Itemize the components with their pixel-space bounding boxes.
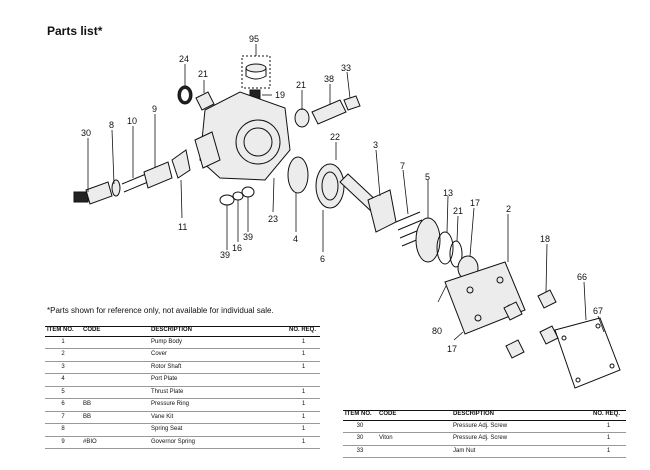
callout-30: 30: [81, 128, 91, 138]
callout-4: 4: [293, 234, 298, 244]
part-7-vanes: [395, 211, 427, 247]
part-95-cap: [241, 55, 271, 89]
part-5-thrust-plate: [415, 217, 441, 263]
table-header-row: ITEM NO. CODE DESCRIPTION NO. REQ.: [343, 411, 626, 421]
header-item: ITEM NO.: [47, 327, 74, 333]
header-item: ITEM NO.: [345, 411, 372, 417]
part-24-ring: [177, 85, 193, 105]
part-66-67-plate: [554, 317, 621, 389]
part-30-relief-screw: [73, 149, 191, 205]
part-4-port-plate: [287, 156, 309, 194]
callout-3: 3: [373, 140, 378, 150]
callout-16: 16: [232, 243, 242, 253]
callout-22: 22: [330, 132, 340, 142]
part-21-38-33-group: [294, 95, 361, 128]
table-row: 9 #BIO Governor Spring 1: [45, 436, 320, 449]
part-6-pressure-ring: [315, 163, 345, 209]
callout-5: 5: [425, 172, 430, 182]
header-code: CODE: [379, 411, 397, 417]
part-3-rotor-shaft: [339, 173, 397, 233]
callout-23: 23: [268, 214, 278, 224]
part-13-21-rings: [436, 231, 463, 268]
part-1-pump-body: [194, 91, 291, 181]
callout-7: 7: [400, 161, 405, 171]
part-39-16-orings: [219, 186, 255, 206]
callout-21: 21: [198, 69, 208, 79]
header-description: DESCRIPTION: [151, 327, 193, 333]
callout-21b: 21: [296, 80, 306, 90]
callout-9: 9: [152, 104, 157, 114]
part-2-cover: [444, 261, 526, 335]
table-row: 7 BB Vane Kit 1: [45, 411, 320, 424]
callout-6: 6: [320, 254, 325, 264]
part-21-bushing: [195, 91, 215, 111]
callout-80: 80: [432, 326, 442, 336]
callout-39b: 39: [243, 232, 253, 242]
header-code: CODE: [83, 327, 101, 333]
header-description: DESCRIPTION: [453, 411, 495, 417]
callout-17: 17: [470, 198, 480, 208]
callout-11: 11: [178, 222, 187, 232]
table-row: 6 BB Pressure Ring 1: [45, 399, 320, 412]
leader-lines: [87, 44, 605, 341]
callout-24: 24: [179, 54, 189, 64]
part-18-bolts: [503, 289, 559, 359]
table-row: 30 Pressure Adj. Screw 1: [343, 420, 626, 433]
table-row: 4 Port Plate: [45, 374, 320, 387]
callout-19: 19: [275, 90, 285, 100]
page-title: Parts list*: [47, 24, 103, 38]
callout-8: 8: [109, 120, 114, 130]
callout-18: 18: [540, 234, 550, 244]
table-row: 33 Jam Nut 1: [343, 445, 626, 458]
parts-table-left: ITEM NO. CODE DESCRIPTION NO. REQ. 1 Pum…: [45, 326, 320, 449]
callout-66: 66: [577, 272, 587, 282]
callout-21c: 21: [453, 206, 463, 216]
table-row: 1 Pump Body 1: [45, 336, 320, 349]
table-row: 30 Viton Pressure Adj. Screw 1: [343, 433, 626, 446]
table-row: 8 Spring Seat 1: [45, 424, 320, 437]
table-row: 3 Rotor Shaft 1: [45, 361, 320, 374]
callout-38: 38: [324, 74, 334, 84]
callout-33: 33: [341, 63, 351, 73]
callout-67: 67: [593, 306, 603, 316]
callout-95: 95: [249, 34, 259, 44]
parts-table-right: ITEM NO. CODE DESCRIPTION NO. REQ. 30 Pr…: [343, 410, 626, 458]
callout-2: 2: [506, 204, 511, 214]
callout-labels: 95 24 21 19 38 33 21 9 10 8 30 22 3 7 5 …: [81, 34, 603, 354]
callout-13: 13: [443, 188, 453, 198]
reference-note: *Parts shown for reference only, not ava…: [47, 306, 274, 315]
header-req: NO. REQ.: [289, 327, 317, 333]
callout-39: 39: [220, 250, 230, 260]
callout-10: 10: [127, 116, 137, 126]
table-header-row: ITEM NO. CODE DESCRIPTION NO. REQ.: [45, 327, 320, 337]
callout-17b: 17: [447, 344, 457, 354]
table-row: 5 Thrust Plate 1: [45, 386, 320, 399]
table-row: 2 Cover 1: [45, 349, 320, 362]
header-req: NO. REQ.: [593, 411, 621, 417]
